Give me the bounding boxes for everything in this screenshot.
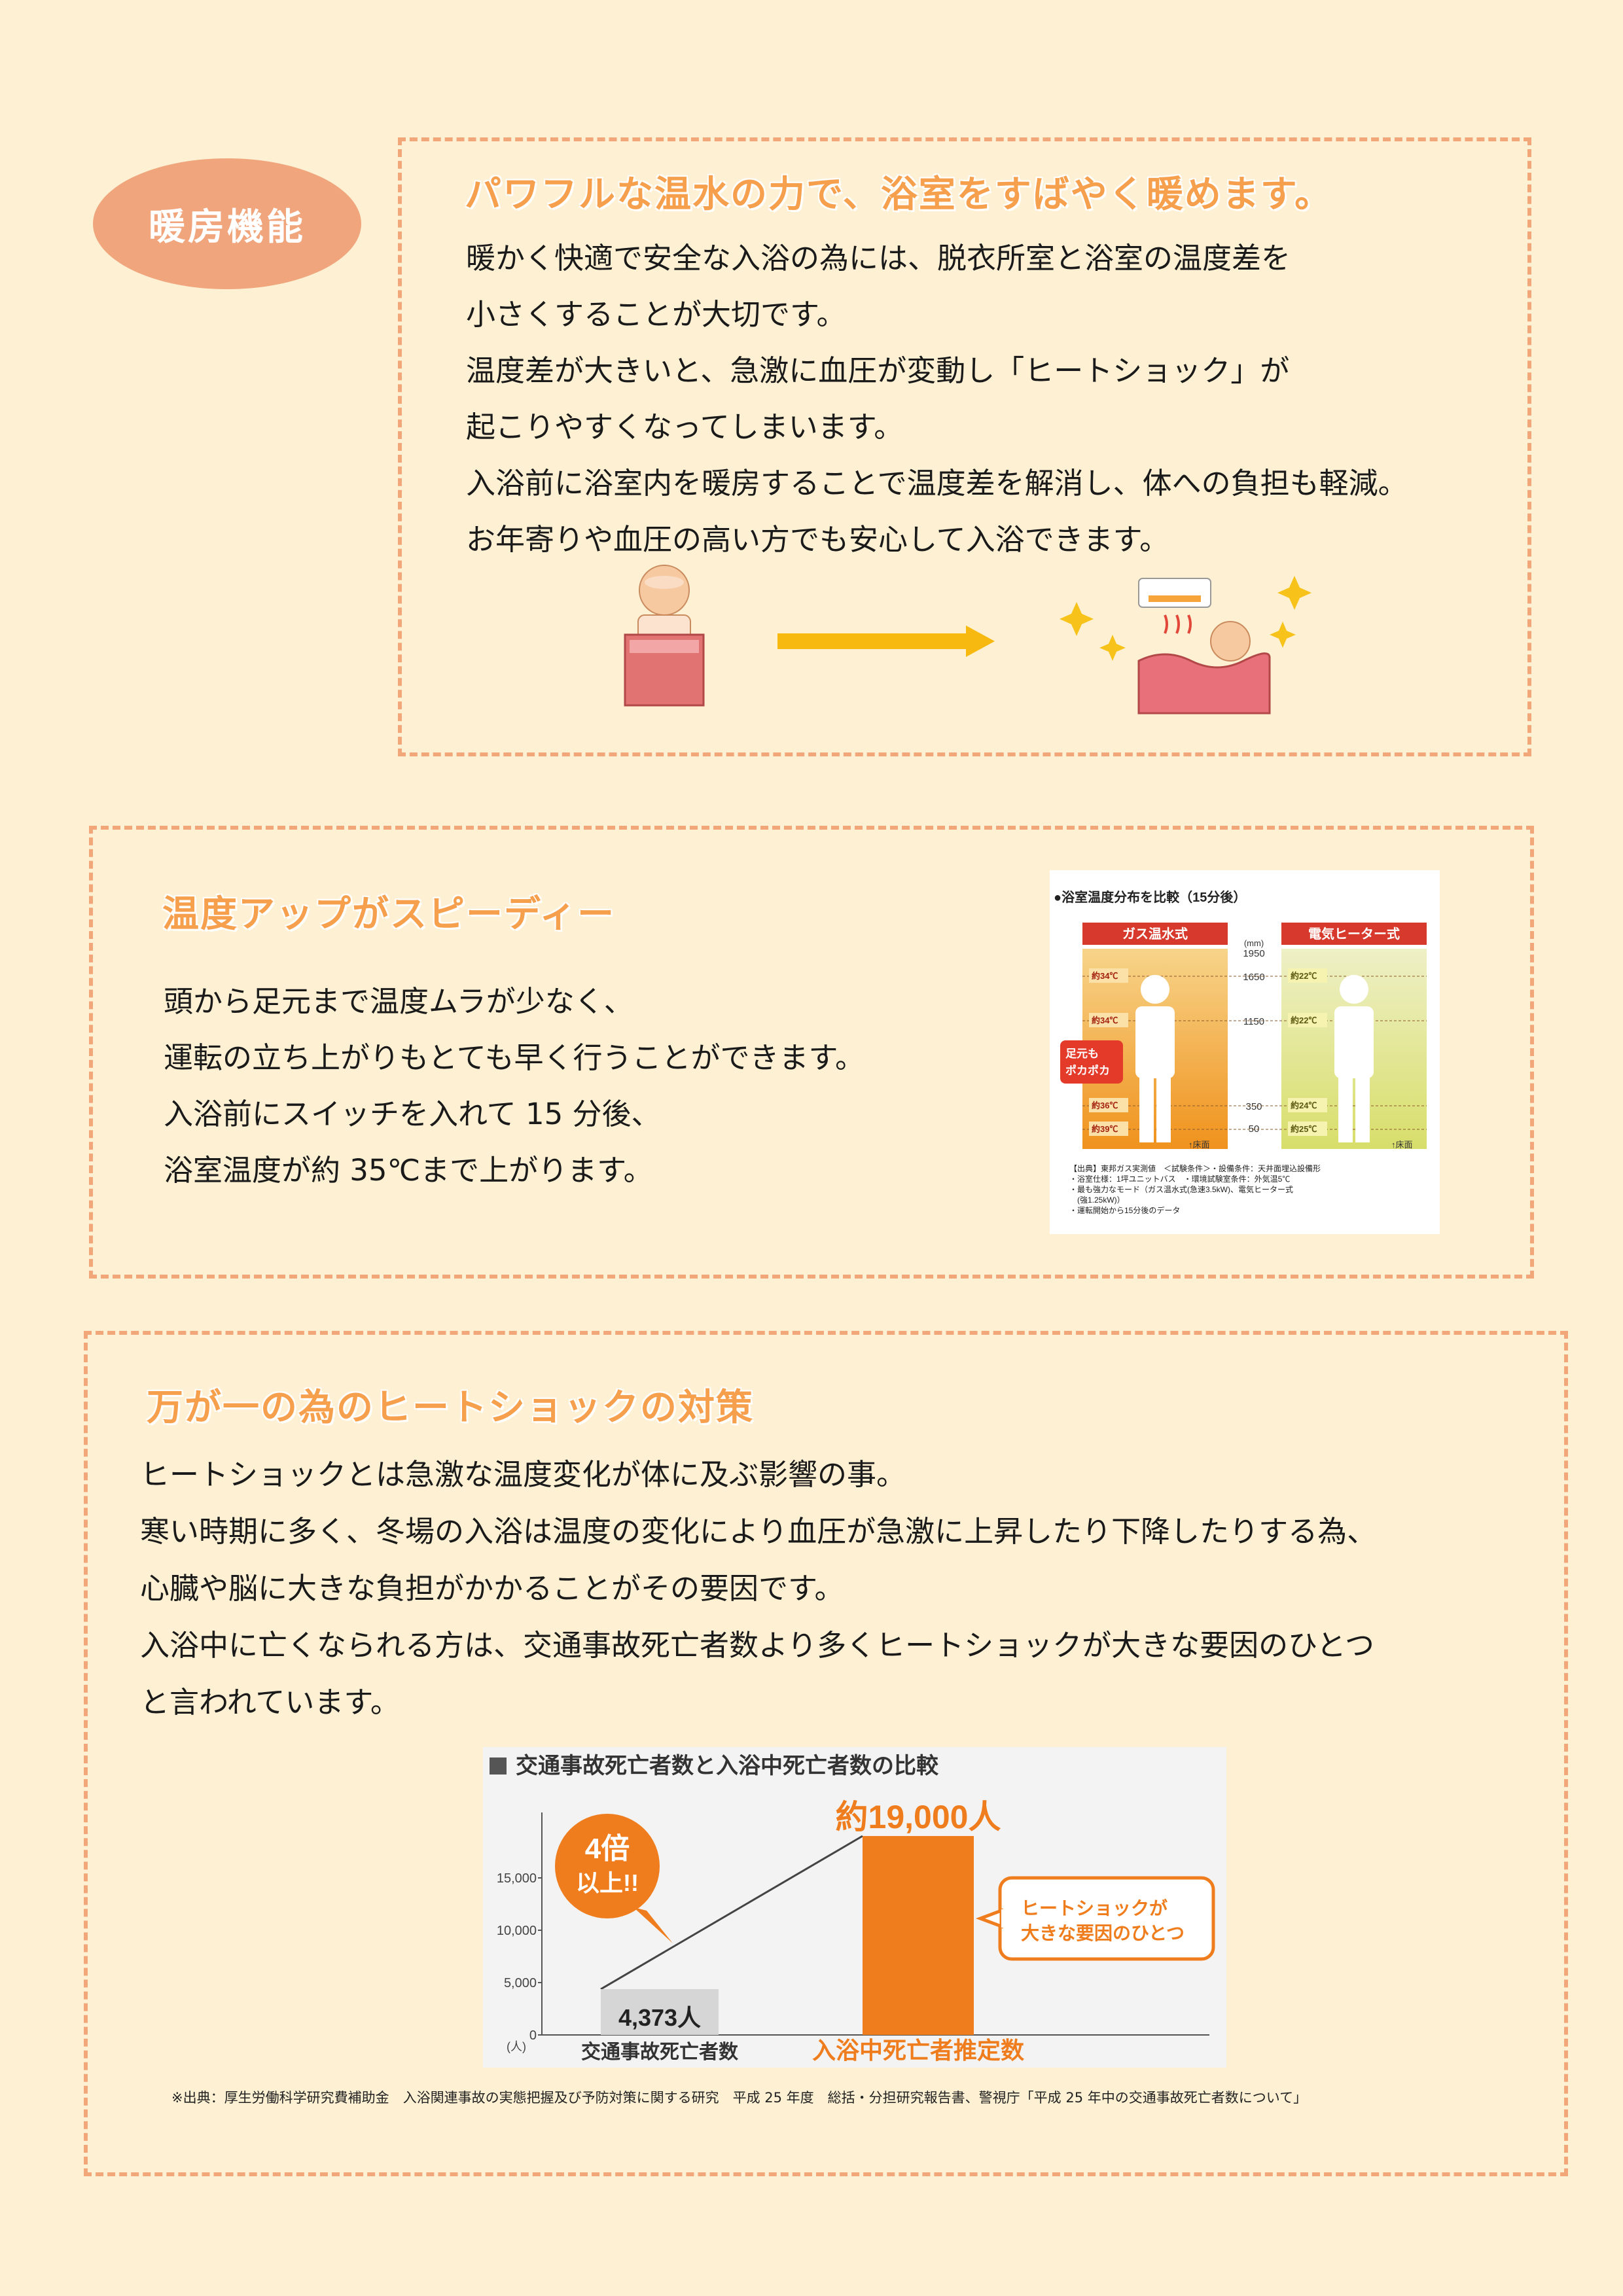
electric-temp: 約22℃ — [1291, 971, 1317, 981]
reason-callout: ヒートショックが 大きな要因のひとつ — [975, 1876, 1215, 1961]
gas-label: ガス温水式 — [1122, 926, 1188, 942]
callout-text: ヒートショックが — [1021, 1898, 1168, 1918]
body-line: 暖かく快適で安全な入浴の為には、脱衣所室と浴室の温度差を — [466, 241, 1291, 275]
section1-body: 暖かく快適で安全な入浴の為には、脱衣所室と浴室の温度差を 小さくすることが大切で… — [466, 230, 1408, 568]
body-line: 小さくすることが大切です。 — [466, 297, 846, 332]
section-speed-box — [89, 826, 1534, 1279]
bar — [863, 1836, 974, 2035]
section1-headline: パワフルな温水の力で、浴室をすばやく暖めます。 — [465, 173, 1333, 216]
floor-label: ↑床面 — [1188, 1140, 1210, 1150]
y-tick-label: 0 — [529, 2028, 537, 2043]
body-line: お年寄りや血圧の高い方でも安心して入浴できます。 — [466, 522, 1169, 557]
section3-body: ヒートショックとは急激な温度変化が体に及ぶ影響の事。 寒い時期に多く、冬場の入浴… — [140, 1446, 1376, 1731]
figure-note: ・運転開始から15分後のデータ — [1069, 1205, 1180, 1215]
y-tick-label: 5,000 — [504, 1976, 537, 1990]
bar-value-label: 4,373人 — [618, 2004, 701, 2031]
gas-figure-icon — [1135, 975, 1175, 1142]
figure-note: (強1.25kW)） — [1069, 1195, 1125, 1205]
figure-note: ・最も強力なモード（ガス温水式(急速3.5kW)、電気ヒーター式 — [1069, 1184, 1293, 1194]
gas-temp: 約34℃ — [1092, 1016, 1118, 1025]
body-line: 温度差が大きいと、急激に血圧が変動し「ヒートショック」が — [466, 353, 1290, 388]
height-labels: 1950 1650 1150 350 50 — [1243, 948, 1264, 1135]
body-line: 入浴前にスイッチを入れて 15 分後、 — [164, 1097, 661, 1131]
electric-temp: 約24℃ — [1291, 1101, 1317, 1110]
y-tick-label: 10,000 — [497, 1924, 537, 1938]
body-line: 起こりやすくなってしまいます。 — [466, 410, 904, 444]
bar-value-label: 約19,000人 — [836, 1799, 1001, 1835]
trend-line — [600, 1835, 863, 1990]
body-line: 寒い時期に多く、冬場の入浴は温度の変化により血圧が急激に上昇したり下降したりする… — [140, 1514, 1377, 1549]
callout-text: 4倍 — [585, 1833, 630, 1865]
figure-note: ・浴室仕様：1坪ユニットバス ・環境試験室条件：外気温5℃ — [1069, 1174, 1290, 1184]
arrow-right-icon — [777, 626, 995, 657]
electric-temp: 約25℃ — [1291, 1124, 1317, 1134]
cold-bather-icon — [624, 565, 705, 707]
callout-text: 大きな要因のひとつ — [1021, 1923, 1185, 1943]
heating-function-badge: 暖房機能 — [93, 158, 361, 289]
gas-temp: 約36℃ — [1092, 1101, 1118, 1110]
warm-feet-badge: 足元も ポカポカ — [1060, 1040, 1123, 1084]
height-label: 350 — [1245, 1101, 1262, 1112]
body-line: 浴室温度が約 35℃まで上がります。 — [164, 1153, 653, 1188]
figure-title: ●浴室温度分布を比較（15分後） — [1054, 889, 1246, 905]
body-line: と言われています。 — [140, 1685, 400, 1720]
callout-text: 以上!! — [576, 1869, 639, 1896]
section-heating-box — [398, 137, 1531, 756]
badge-label: 暖房機能 — [149, 205, 306, 249]
temperature-distribution-figure: ●浴室温度分布を比較（15分後） ガス温水式 電気ヒーター式 (mm) 1950… — [1050, 870, 1440, 1234]
death-comparison-chart: 交通事故死亡者数と入浴中死亡者数の比較 0 5,000 10,000 15,000 (人… — [483, 1747, 1226, 2068]
body-line: 頭から足元まで温度ムラが少なく、 — [164, 984, 633, 1019]
category-label: 入浴中死亡者推定数 — [812, 2037, 1024, 2064]
footnote: ※出典：厚生労働科学研究費補助金 入浴関連事故の実態把握及び予防対策に関する研究… — [171, 2090, 1308, 2106]
section3-headline: 万が一の為のヒートショックの対策 — [147, 1386, 754, 1429]
height-label: 1950 — [1243, 948, 1264, 959]
section2-headline: 温度アップがスピーディー — [162, 893, 616, 936]
section-heatshock-box — [84, 1331, 1568, 2176]
body-line: 入浴中に亡くなられる方は、交通事故死亡者数より多くヒートショックが大きな要因のひ… — [140, 1628, 1374, 1663]
electric-figure-icon — [1334, 975, 1374, 1142]
body-line: 入浴前に浴室内を暖房することで温度差を解消し、体への負担も軽減。 — [466, 466, 1408, 501]
badge-text: ポカポカ — [1065, 1064, 1110, 1077]
chart-title: 交通事故死亡者数と入浴中死亡者数の比較 — [516, 1753, 939, 1778]
unit-label: (mm) — [1244, 938, 1264, 948]
body-line: 運転の立ち上がりもとても早く行うことができます。 — [164, 1040, 865, 1075]
floor-label: ↑床面 — [1391, 1140, 1413, 1150]
y-axis-label: (人) — [507, 2040, 526, 2053]
multiplier-callout: 4倍 以上!! — [555, 1814, 673, 1943]
electric-label: 電気ヒーター式 — [1308, 926, 1400, 942]
bar — [601, 1989, 719, 2035]
bath-illustration — [624, 565, 1311, 715]
warm-bather-icon — [1060, 576, 1311, 715]
electric-temp: 約22℃ — [1291, 1016, 1317, 1025]
gas-temp: 約34℃ — [1092, 971, 1118, 981]
category-label: 交通事故死亡者数 — [581, 2041, 739, 2063]
badge-text: 足元も — [1065, 1048, 1099, 1060]
figure-note: 【出典】東邦ガス実測値 ＜試験条件＞・設備条件：天井面埋込設備形 — [1069, 1163, 1321, 1173]
section2-body: 頭から足元まで温度ムラが少なく、 運転の立ち上がりもとても早く行うことができます… — [164, 974, 865, 1199]
body-line: ヒートショックとは急激な温度変化が体に及ぶ影響の事。 — [140, 1457, 906, 1492]
height-label: 1150 — [1243, 1016, 1264, 1027]
height-label: 1650 — [1243, 972, 1264, 983]
gas-temp: 約39℃ — [1092, 1124, 1118, 1134]
y-tick-label: 15,000 — [497, 1871, 537, 1886]
body-line: 心臓や脳に大きな負担がかかることがその要因です。 — [140, 1571, 844, 1606]
